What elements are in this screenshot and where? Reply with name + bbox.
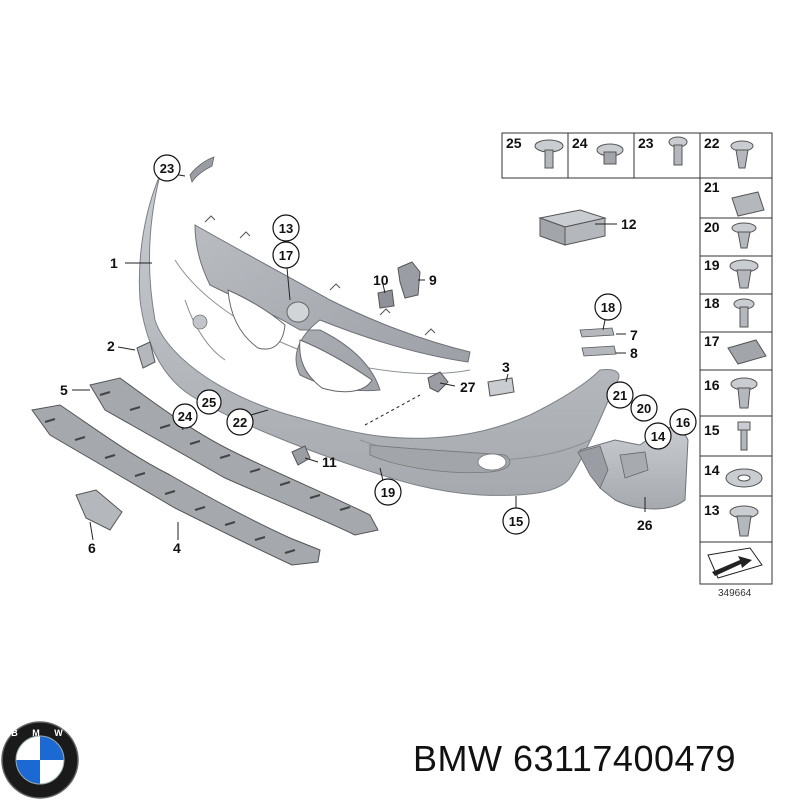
label-1: 1 <box>110 255 118 271</box>
hw-side-label-17: 17 <box>704 333 720 349</box>
part-6-cover <box>75 489 123 531</box>
hw-rivet-16 <box>730 377 758 409</box>
hw-side-label-20: 20 <box>704 219 720 235</box>
callout-21: 21 <box>606 381 634 409</box>
svg-text:19: 19 <box>381 485 395 500</box>
hw-side-label-14: 14 <box>704 462 720 478</box>
hw-top-label-25: 25 <box>506 135 522 151</box>
label-6: 6 <box>88 540 96 556</box>
callout-13: 13 <box>272 214 300 242</box>
lower-strip-4 <box>31 404 321 566</box>
hw-plug-20 <box>731 222 757 249</box>
label-2: 2 <box>107 338 115 354</box>
hw-clip-17 <box>727 339 767 365</box>
hw-rivet-19 <box>729 259 759 289</box>
label-7: 7 <box>630 327 638 343</box>
callout-16: 16 <box>669 408 697 436</box>
hw-bolt-15 <box>737 421 751 451</box>
hardware-table-side: 21 20 19 18 17 16 15 14 13 <box>699 177 773 585</box>
footer-part-number: 63117400479 <box>513 738 737 779</box>
grille-carrier <box>194 215 471 393</box>
svg-text:16: 16 <box>676 415 690 430</box>
svg-text:15: 15 <box>509 514 523 529</box>
svg-text:14: 14 <box>651 429 666 444</box>
hw-side-label-15: 15 <box>704 422 720 438</box>
part-9-bracket <box>397 261 421 299</box>
hw-side-label-21: 21 <box>704 179 720 195</box>
hw-screw-24 <box>596 143 624 165</box>
svg-text:24: 24 <box>178 409 193 424</box>
callout-19: 19 <box>374 478 402 506</box>
part-11-bracket <box>291 445 311 466</box>
hw-top-label-24: 24 <box>572 135 588 151</box>
lower-strip-5 <box>89 377 379 536</box>
part-10-clip <box>377 289 395 309</box>
part-12-box <box>538 209 607 246</box>
label-11: 11 <box>322 454 337 470</box>
hw-side-label-13: 13 <box>704 502 720 518</box>
svg-text:23: 23 <box>160 161 174 176</box>
part-7-strip <box>579 327 615 338</box>
hw-rivet-13 <box>729 505 759 537</box>
hw-top-label-22: 22 <box>704 135 720 151</box>
svg-text:13: 13 <box>279 221 293 236</box>
hw-side-label-19: 19 <box>704 257 720 273</box>
svg-text:20: 20 <box>637 401 651 416</box>
hw-washer-14 <box>725 468 763 488</box>
hw-top-label-23: 23 <box>638 135 654 151</box>
part-8-strip <box>581 345 617 357</box>
label-27: 27 <box>460 379 476 395</box>
svg-text:18: 18 <box>601 300 615 315</box>
callout-17: 17 <box>272 241 300 269</box>
part-2-cap <box>136 341 156 369</box>
callout-14: 14 <box>644 422 672 450</box>
hardware-table-top: 25 24 23 22 <box>501 132 773 179</box>
svg-text:22: 22 <box>233 415 247 430</box>
hw-screw-25 <box>534 139 564 169</box>
footer-part-label: BMW 63117400479 <box>413 738 736 780</box>
bmw-logo: B M W <box>1 721 79 799</box>
label-5: 5 <box>60 382 68 398</box>
label-10: 10 <box>373 272 389 288</box>
hw-screw-23 <box>668 136 688 166</box>
hw-screw-22 <box>730 140 754 169</box>
direction-arrow-icon <box>707 547 763 579</box>
svg-text:21: 21 <box>613 388 627 403</box>
part-27-bracket <box>427 371 449 393</box>
callout-22: 22 <box>226 408 254 436</box>
callout-18: 18 <box>594 293 622 321</box>
label-8: 8 <box>630 345 638 361</box>
hw-screw-18 <box>733 298 755 328</box>
callout-15: 15 <box>502 507 530 535</box>
part-3-cap <box>487 377 515 397</box>
footer-brand: BMW <box>413 738 503 779</box>
label-12: 12 <box>621 216 637 232</box>
callout-20: 20 <box>630 394 658 422</box>
hw-side-label-16: 16 <box>704 377 720 393</box>
svg-text:B M W: B M W <box>11 728 69 738</box>
callout-23: 23 <box>153 154 181 182</box>
hw-side-label-18: 18 <box>704 295 720 311</box>
callout-24: 24 <box>172 403 198 429</box>
bumper-cover <box>138 156 620 496</box>
label-9: 9 <box>429 272 437 288</box>
hw-clip-21 <box>731 191 765 217</box>
svg-text:17: 17 <box>279 248 293 263</box>
callout-25: 25 <box>196 389 222 415</box>
svg-text:25: 25 <box>202 395 216 410</box>
label-4: 4 <box>173 540 181 556</box>
diagram-number: 349664 <box>718 588 752 599</box>
label-26: 26 <box>637 517 653 533</box>
label-3: 3 <box>502 359 510 375</box>
